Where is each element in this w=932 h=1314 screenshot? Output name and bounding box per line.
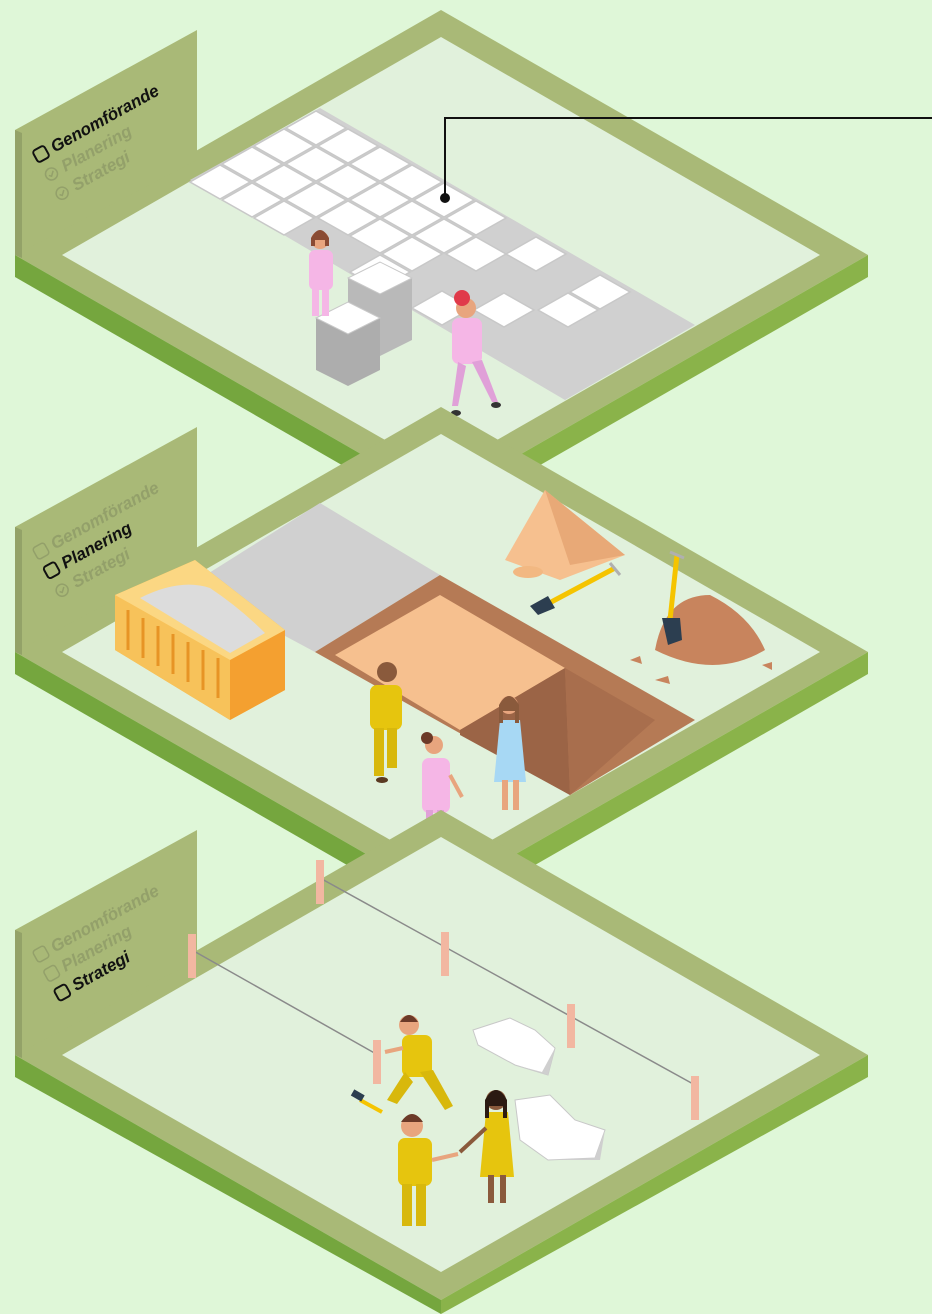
paving-tile: [220, 182, 284, 218]
paving-tile: [412, 218, 476, 254]
paving-tile: [380, 200, 444, 236]
worker-blue-standing: [494, 696, 526, 810]
worker-yellow-standing: [370, 662, 402, 783]
stake: [188, 934, 196, 978]
level-frame-right-side: [441, 652, 868, 919]
level-frame-left-side: [15, 1055, 441, 1314]
checkbox-empty-icon: [32, 542, 50, 560]
paving-tile: [444, 200, 508, 236]
checkbox-empty-icon: [32, 145, 50, 163]
checkbox-empty-icon: [53, 983, 72, 1002]
level-frame-left-side: [15, 255, 441, 522]
paving-tile: [504, 236, 568, 272]
worker-yellow-handshake: [398, 1114, 459, 1226]
sign-panel-front: [15, 830, 197, 1055]
rocks: [472, 1017, 606, 1161]
sign-panel-edge: [15, 930, 22, 1058]
paving-tile: [252, 200, 316, 236]
callout-dot: [440, 193, 450, 203]
level-frame-right-side: [441, 255, 868, 522]
stake: [567, 1004, 575, 1048]
paving-tile: [220, 146, 284, 182]
worker-pink-walking: [451, 290, 501, 416]
sand-pile: [505, 490, 625, 580]
paving-tile: [284, 146, 348, 182]
level-planering: Genomförande Planering Strategi: [15, 407, 868, 919]
paving-tile: [316, 164, 380, 200]
paving-tile: [348, 218, 412, 254]
check-circle-icon: [44, 167, 59, 181]
paving-tile: [252, 164, 316, 200]
marking-stakes: [188, 860, 699, 1120]
callout-connector: [444, 117, 932, 198]
checkbox-empty-icon: [32, 945, 50, 963]
stake: [316, 860, 324, 904]
soil-pile: [630, 595, 772, 684]
sign-panel-edge: [15, 527, 22, 655]
level-floor: [62, 837, 820, 1272]
paving-tile: [316, 200, 380, 236]
worker-yellow-dress-handshake: [458, 1090, 514, 1203]
paving-tile: [188, 164, 252, 200]
paving-tile: [284, 182, 348, 218]
check-circle-icon: [55, 186, 69, 200]
sign-panel-edge: [15, 130, 22, 258]
checkbox-empty-icon: [43, 964, 61, 982]
stake: [691, 1076, 699, 1120]
paving-tile: [472, 292, 536, 328]
stake: [373, 1040, 381, 1084]
checkbox-empty-icon: [42, 561, 61, 580]
level-genomforande: Genomförande Planering Strategi: [15, 10, 932, 522]
waste-container: [115, 560, 285, 720]
worker-yellow-kneeling: [384, 1015, 453, 1110]
stake: [441, 932, 449, 976]
hammer-icon: [350, 1089, 383, 1114]
paving-tile: [568, 274, 632, 310]
paving-tile: [252, 128, 316, 164]
check-circle-icon: [55, 583, 69, 597]
paving-tile: [316, 128, 380, 164]
paving-tile: [348, 182, 412, 218]
shovel-icon: [662, 550, 685, 645]
paving-tile: [536, 292, 600, 328]
paving-tile: [348, 146, 412, 182]
tile-stack: [314, 261, 414, 386]
paving-tile: [284, 110, 348, 146]
tile-grid: [188, 110, 632, 328]
worker-pink-standing: [309, 230, 333, 316]
shovel-icon: [530, 562, 622, 615]
marking-string: [191, 877, 696, 1086]
level-frame-right-side: [441, 1055, 868, 1314]
level-strategi: Genomförande Planering Strategi: [15, 810, 868, 1314]
paving-tile: [380, 236, 444, 272]
level-frame-left-side: [15, 652, 441, 919]
paving-tile: [380, 164, 444, 200]
